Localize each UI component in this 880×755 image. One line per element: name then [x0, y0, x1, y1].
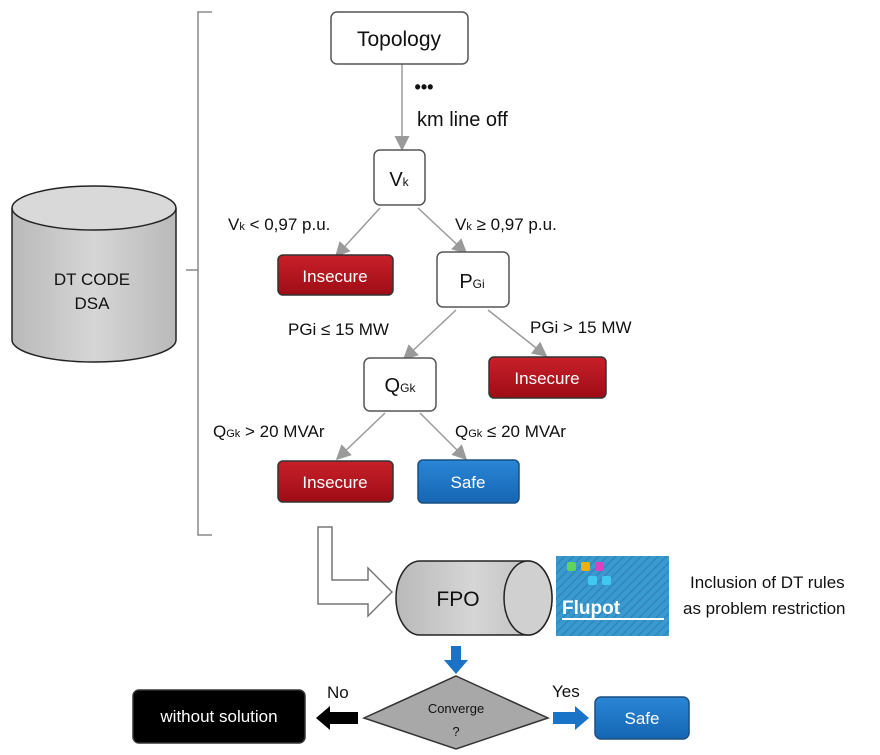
insecure-leaf-1-label: Insecure	[302, 267, 367, 286]
pgi-label: PGi	[459, 271, 484, 293]
flupot-logo: Flupot	[556, 556, 669, 636]
without-solution-label: without solution	[159, 707, 277, 726]
vk-node	[373, 149, 426, 206]
vk-right-edge-label: Vk ≥ 0,97 p.u.	[455, 215, 557, 234]
down-arrow-icon	[444, 646, 468, 674]
pgi-left-edge-label: PGi ≤ 15 MW	[288, 320, 389, 339]
insecure-leaf-3	[277, 460, 394, 503]
vk-label: Vk	[389, 169, 409, 191]
note-line-2: as problem restriction	[683, 599, 846, 618]
grouping-bracket	[186, 11, 212, 536]
vk-left-edge-label: Vk < 0,97 p.u.	[228, 215, 330, 234]
hollow-arrow-to-fpo	[317, 526, 394, 618]
pgi-node	[436, 251, 510, 308]
fpo-label: FPO	[436, 588, 479, 611]
qgk-label: QGk	[385, 375, 417, 397]
yes-arrow-icon	[553, 706, 589, 730]
ellipsis-text: •••	[415, 77, 434, 97]
note-line-1: Inclusion of DT rules	[690, 573, 845, 592]
insecure-leaf-3-label: Insecure	[302, 473, 367, 492]
tree-edges	[334, 64, 548, 461]
converge-label-line2: ?	[452, 724, 459, 739]
safe-leaf-1	[417, 459, 520, 504]
qgk-node	[363, 357, 437, 412]
safe-result-box	[594, 696, 690, 740]
topology-node	[330, 11, 469, 65]
qgk-right-edge-label: QGk ≤ 20 MVAr	[455, 422, 566, 441]
root-edge-label: km line off	[417, 109, 508, 131]
database-label-line2: DSA	[75, 294, 111, 313]
safe-result-label: Safe	[625, 709, 660, 728]
without-solution-box	[132, 689, 306, 744]
topology-label: Topology	[357, 28, 442, 51]
no-arrow-icon	[316, 706, 358, 730]
database-label-line1: DT CODE	[54, 270, 130, 289]
qgk-left-edge-label: QGk > 20 MVAr	[213, 422, 325, 441]
insecure-leaf-2	[488, 356, 607, 399]
fpo-cylinder: FPO	[395, 560, 553, 636]
insecure-leaf-1	[277, 254, 394, 296]
no-label: No	[327, 683, 349, 702]
converge-diamond	[361, 675, 551, 750]
flupot-logo-text: Flupot	[562, 598, 621, 619]
safe-leaf-1-label: Safe	[451, 473, 486, 492]
pgi-right-edge-label: PGi > 15 MW	[530, 318, 632, 337]
database-cylinder: DT CODE DSA	[11, 185, 177, 363]
converge-label-line1: Converge	[428, 701, 484, 716]
yes-label: Yes	[552, 682, 580, 701]
insecure-leaf-2-label: Insecure	[514, 369, 579, 388]
